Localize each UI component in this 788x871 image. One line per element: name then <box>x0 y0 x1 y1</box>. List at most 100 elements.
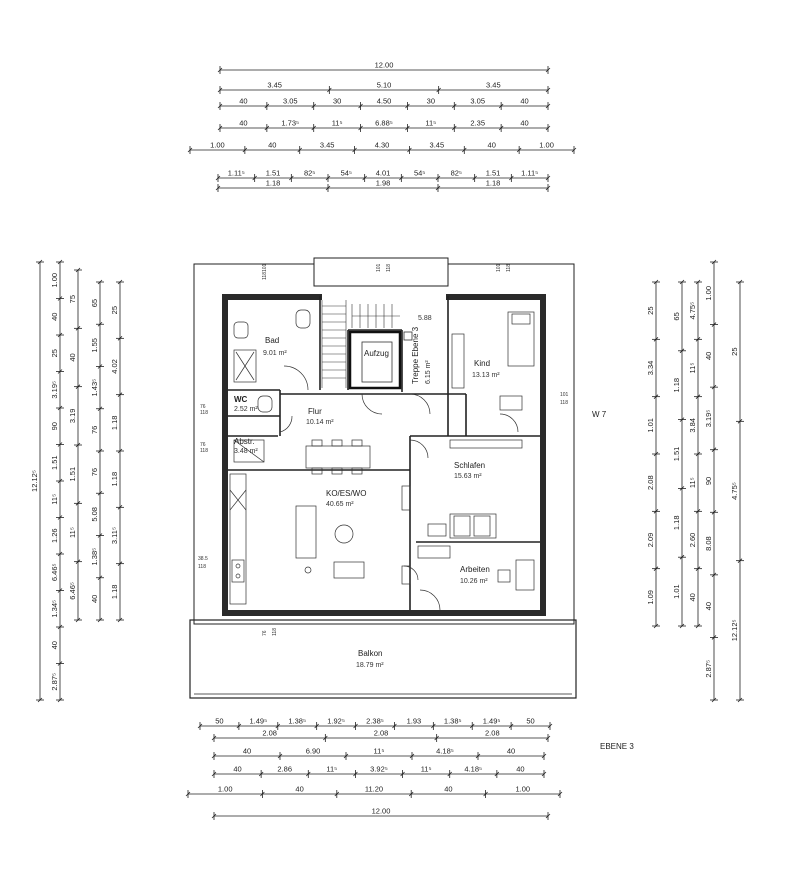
dining-table <box>305 439 371 475</box>
dimension-label: 40 <box>516 765 524 774</box>
dimension-line <box>117 561 123 566</box>
dimension-line <box>711 572 717 578</box>
dimension-label: 3.45 <box>267 81 282 90</box>
dimension-label: 40 <box>239 97 247 106</box>
dimension-label: 1.43⁵ <box>90 379 99 397</box>
dimension-line <box>711 447 717 452</box>
dimension-label: 3.11⁵ <box>110 527 119 544</box>
dimension-line <box>545 67 551 73</box>
dimension-line <box>325 175 331 181</box>
dimension-label: 11⁵ <box>332 119 343 128</box>
room-kind-area: 13.13 m² <box>472 372 500 379</box>
dimension-line <box>362 175 367 181</box>
dimension-label: 2.08 <box>646 475 655 490</box>
dimension-label: 3.34 <box>646 361 655 376</box>
dimension-line <box>358 103 363 109</box>
dimension-label: 40 <box>444 785 452 794</box>
room-bad-area: 9.01 m² <box>263 350 287 357</box>
dimension-label: 11⁵ <box>688 363 697 374</box>
dimension-line <box>653 279 659 285</box>
dimension-label: 2.35 <box>470 119 485 128</box>
dimension-line <box>498 125 504 131</box>
dimension-line <box>409 753 415 759</box>
room-balkon-area: 18.79 m² <box>356 662 384 669</box>
dimension-line <box>97 321 103 327</box>
dimension-line <box>264 125 270 131</box>
dimension-line <box>215 185 221 191</box>
dimension-line <box>97 406 103 412</box>
dimension-label: 1.00 <box>210 141 225 150</box>
dimension-line <box>353 771 358 777</box>
dimension-label: 40 <box>268 141 276 150</box>
dimension-label: 1.51 <box>672 447 681 462</box>
dimension-label: 1.18 <box>672 378 681 393</box>
room-flur-name: Flur <box>308 407 322 416</box>
bedroom-furniture <box>427 439 523 539</box>
dimension-line <box>541 753 547 759</box>
dimension-label: 76 <box>90 426 99 434</box>
dimension-label: 40 <box>233 765 241 774</box>
interior-walls <box>228 296 540 610</box>
dimension-label: 50 <box>526 717 534 726</box>
dimension-line <box>475 753 481 759</box>
dimension-line <box>408 791 414 797</box>
dimension-line <box>323 735 328 741</box>
window-tag: 101 <box>560 392 569 398</box>
room-abstr-name: Abstr. <box>234 437 254 446</box>
dimension-line <box>314 723 319 729</box>
elevator-shaft <box>348 330 413 390</box>
dimension-label: 1.18 <box>110 416 119 431</box>
dimension-line <box>695 337 701 342</box>
dimension-line <box>434 735 439 741</box>
room-wc-name: WC <box>234 395 248 404</box>
dimension-line <box>653 509 659 514</box>
dimension-line <box>737 697 743 703</box>
room-koeswo-area: 40.65 m² <box>326 501 354 508</box>
dimension-label: 25 <box>646 306 655 314</box>
dimension-label: 1.18 <box>110 585 119 600</box>
dimension-line <box>545 813 551 819</box>
dimension-label: 2.08 <box>262 729 277 738</box>
dimension-label: 65 <box>672 312 681 320</box>
dimension-label: 4.01 <box>376 169 391 178</box>
dimension-line <box>117 617 123 623</box>
dimension-line <box>334 791 340 797</box>
dimension-line <box>327 87 332 93</box>
dimension-label: 40 <box>243 747 251 756</box>
window-tag: 38.5 <box>198 556 208 562</box>
dimension-line <box>695 279 701 285</box>
dimension-line <box>258 771 264 777</box>
dimension-line <box>509 175 514 181</box>
window-tag: 118 <box>560 400 568 406</box>
dimension-label: 1.38⁵ <box>90 548 99 566</box>
dimension-label: 1.73⁵ <box>281 119 299 128</box>
dimension-label: 2.08 <box>374 729 389 738</box>
dimension-label: 1.51 <box>68 467 77 482</box>
window-tag: 118 <box>506 264 512 272</box>
dimension-label: 6.88⁵ <box>375 119 393 128</box>
dimension-line <box>57 551 63 557</box>
dimension-line <box>57 515 63 520</box>
room-abstr-area: 3.48 m² <box>234 448 258 455</box>
dimension-label: 1.00 <box>515 785 530 794</box>
dimension-label: 3.19⁵ <box>50 381 59 399</box>
dimension-line <box>545 87 551 93</box>
dimension-label: 1.18 <box>672 515 681 530</box>
window-tag: 101 <box>262 263 268 272</box>
dimension-line <box>97 490 103 496</box>
dimension-label: 1.34⁵ <box>50 600 59 618</box>
dimension-line <box>353 723 358 729</box>
dimension-label: 90 <box>704 477 713 485</box>
dimension-line <box>711 384 717 390</box>
room-labels: Bad 9.01 m² WC 2.52 m² Abstr. 3.48 m² Fl… <box>234 315 500 669</box>
window-tag: 118 <box>386 264 392 272</box>
dimension-label: 11⁵ <box>421 765 432 774</box>
dimension-line <box>217 87 223 93</box>
dimension-line <box>452 103 457 109</box>
window-tag: 118 <box>272 628 278 636</box>
dimension-line <box>653 394 659 399</box>
balcony <box>189 619 577 699</box>
room-aufzug-name: Aufzug <box>364 349 389 358</box>
dimension-line <box>57 442 63 447</box>
dimension-line <box>653 566 659 571</box>
